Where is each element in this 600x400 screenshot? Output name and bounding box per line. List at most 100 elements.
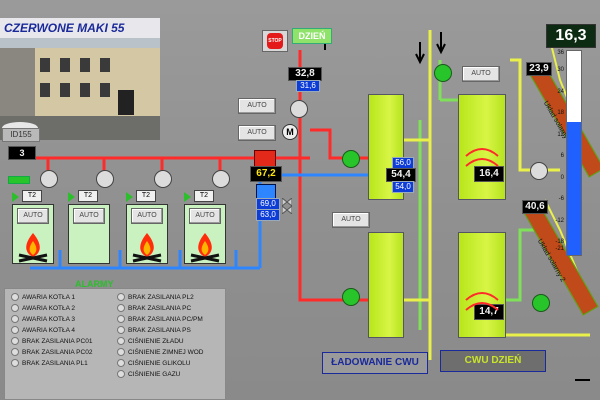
alarm-item: AWARIA KOTŁA 1: [11, 293, 75, 302]
return-b-display: 63,0: [256, 209, 280, 221]
alarm-label: AWARIA KOTŁA 2: [22, 305, 75, 312]
flame-icon: [190, 233, 220, 263]
hot-pipe-to-tank: [310, 128, 370, 160]
solar1-temp-display: 23,9: [526, 62, 552, 76]
thermometer-tick-label: 36: [557, 50, 564, 56]
thermometer-tick-label: 30: [557, 67, 564, 74]
alarm-title: ALARMY: [75, 279, 114, 289]
alarm-item: BRAK ZASILANIA PC: [117, 304, 191, 313]
supply-pump[interactable]: [290, 100, 308, 118]
alarm-led-icon: [11, 337, 19, 346]
cwu-pump-top[interactable]: [434, 64, 452, 82]
valve-icon[interactable]: [281, 196, 293, 216]
boiler-body[interactable]: AUTO: [68, 204, 110, 264]
alarm-label: AWARIA KOTŁA 1: [22, 294, 75, 301]
play-icon: [12, 192, 19, 202]
alarm-panel: ALARMY AWARIA KOTŁA 1 AWARIA KOTŁA 2 AWARI…: [4, 279, 226, 400]
camera-image: [0, 38, 160, 140]
auto-button-right[interactable]: AUTO: [462, 66, 500, 82]
alarm-label: CIŚNIENIE GLIKOLU: [128, 360, 191, 367]
alarm-led-icon: [11, 315, 19, 324]
tank-2: [368, 232, 404, 338]
thermometer-tick-label: 6: [560, 153, 564, 160]
camera-id-label: ID155: [2, 128, 40, 142]
alarm-label: AWARIA KOTŁA 3: [22, 316, 75, 323]
auto-button[interactable]: AUTO: [73, 208, 105, 224]
thermometer-tick-label: -18: [555, 239, 564, 246]
alarm-label: AWARIA KOTŁA 4: [22, 327, 75, 334]
auto-button-upper[interactable]: AUTO: [238, 98, 276, 114]
auto-button[interactable]: AUTO: [131, 208, 163, 224]
auto-button[interactable]: AUTO: [17, 208, 49, 224]
alarm-label: BRAK ZASILANIA PC/PM: [128, 316, 203, 323]
cold-pipe-return: [258, 173, 370, 268]
alarm-led-icon: [117, 326, 125, 335]
alarm-led-icon: [11, 359, 19, 368]
auto-button-middle[interactable]: AUTO: [238, 125, 276, 141]
solar-pump-2[interactable]: [532, 294, 550, 312]
alarm-label: BRAK ZASILANIA PL2: [128, 294, 194, 301]
alarm-led-icon: [11, 326, 19, 335]
thermometer-tick-label: -12: [555, 217, 564, 224]
alarm-item: CIŚNIENIE GAZU: [117, 370, 180, 379]
stop-button[interactable]: STOP: [262, 30, 288, 52]
thermometer-tick-label: 12: [557, 131, 564, 138]
boiler-pump-2[interactable]: [96, 170, 114, 188]
mixer-valve-motor-icon[interactable]: M: [282, 124, 298, 140]
boiler-count-display: 3: [8, 146, 36, 160]
thermometer-bar: [566, 50, 582, 256]
solar-pump-1[interactable]: [530, 162, 548, 180]
alarm-item: AWARIA KOTŁA 3: [11, 315, 75, 324]
supply-small-display: 31,6: [296, 80, 320, 92]
cold-pipe-boiler-rises: [58, 250, 238, 268]
alarm-led-icon: [11, 293, 19, 302]
play-icon: [184, 192, 191, 202]
circulation-pump-2[interactable]: [342, 288, 360, 306]
outdoor-temp-display: 16,3: [546, 24, 596, 48]
circulation-pump-1[interactable]: [342, 150, 360, 168]
flame-icon: [132, 233, 162, 263]
cwu-dzien-button[interactable]: CWU DZIEŃ: [440, 350, 546, 372]
alarm-led-icon: [11, 304, 19, 313]
boiler-status-bar: [8, 176, 30, 184]
alarm-item: AWARIA KOTŁA 2: [11, 304, 75, 313]
alarm-item: BRAK ZASILANIA PC02: [11, 348, 92, 357]
alarm-led-icon: [117, 337, 125, 346]
alarm-led-icon: [11, 348, 19, 357]
boiler-tag: T2: [194, 190, 214, 202]
stop-icon: STOP: [267, 33, 283, 49]
alarm-led-icon: [117, 348, 125, 357]
tank-4: [458, 232, 506, 338]
page-title: CZERWONE MAKI 55: [0, 18, 160, 38]
boiler-pump-3[interactable]: [154, 170, 172, 188]
boiler-pump-1[interactable]: [40, 170, 58, 188]
alarm-item: AWARIA KOTŁA 4: [11, 326, 75, 335]
tank1-temp-display: 54,4: [386, 168, 416, 182]
solar-coil-2: [465, 292, 499, 311]
thermometer-tick-label: -6: [558, 196, 564, 203]
alarm-label: CIŚNIENIE ZIMNEJ WOD: [128, 349, 204, 356]
alarm-item: CIŚNIENIE GLIKOLU: [117, 359, 191, 368]
camera-view[interactable]: [0, 38, 160, 140]
thermometer-fill: [567, 121, 581, 255]
alarm-item: BRAK ZASILANIA PL2: [117, 293, 194, 302]
flame-icon: [18, 233, 48, 263]
solar2-temp-display: 40,6: [522, 200, 548, 214]
boiler-pump-4[interactable]: [212, 170, 230, 188]
thermometer-tick-label: 0: [560, 174, 564, 181]
auto-button[interactable]: AUTO: [189, 208, 221, 224]
hot-pipe-boiler-drops: [46, 158, 222, 178]
alarm-label: BRAK ZASILANIA PC01: [22, 338, 93, 345]
alarm-led-icon: [117, 315, 125, 324]
thermometer-tick-label: 24: [557, 88, 564, 95]
tank1-bottom-small-display: 54,0: [392, 181, 414, 193]
auto-button-center[interactable]: AUTO: [332, 212, 370, 228]
day-mode-indicator[interactable]: DZIEŃ: [292, 28, 332, 44]
solar-coil-1: [465, 148, 499, 167]
boiler-body[interactable]: AUTO: [12, 204, 54, 264]
ladowanie-cwu-button[interactable]: ŁADOWANIE CWU: [322, 352, 428, 374]
boiler-body[interactable]: AUTO: [184, 204, 226, 264]
boiler-body[interactable]: AUTO: [126, 204, 168, 264]
